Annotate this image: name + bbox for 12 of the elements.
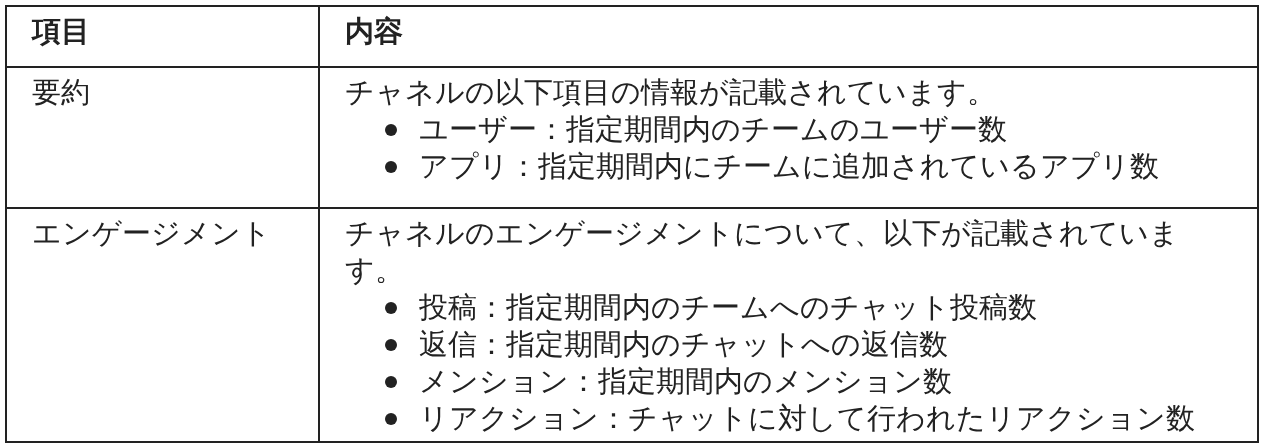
- list-item-text: アプリ：指定期間内にチームに追加されているアプリ数: [419, 148, 1159, 185]
- list-item-text: 投稿：指定期間内のチームへのチャット投稿数: [419, 289, 1037, 326]
- column-heading: 内容: [345, 13, 403, 50]
- column-heading: 項目: [32, 13, 90, 50]
- list-item-text: リアクション：チャットに対して行われたリアクション数: [419, 400, 1195, 437]
- list-item-text: ユーザー：指定期間内のチームのユーザー数: [419, 111, 1007, 148]
- cell-text: 要約: [32, 74, 90, 111]
- cell-text: エンゲージメント: [32, 215, 271, 252]
- list-item-text: 返信：指定期間内のチャットへの返信数: [419, 326, 948, 363]
- cell-text: チャネルの以下項目の情報が記載されています。: [345, 74, 996, 111]
- cell-text: チャネルのエンゲージメントについて、以下が記載されています。: [345, 215, 1180, 289]
- list-item-text: メンション：指定期間内のメンション数: [419, 363, 952, 400]
